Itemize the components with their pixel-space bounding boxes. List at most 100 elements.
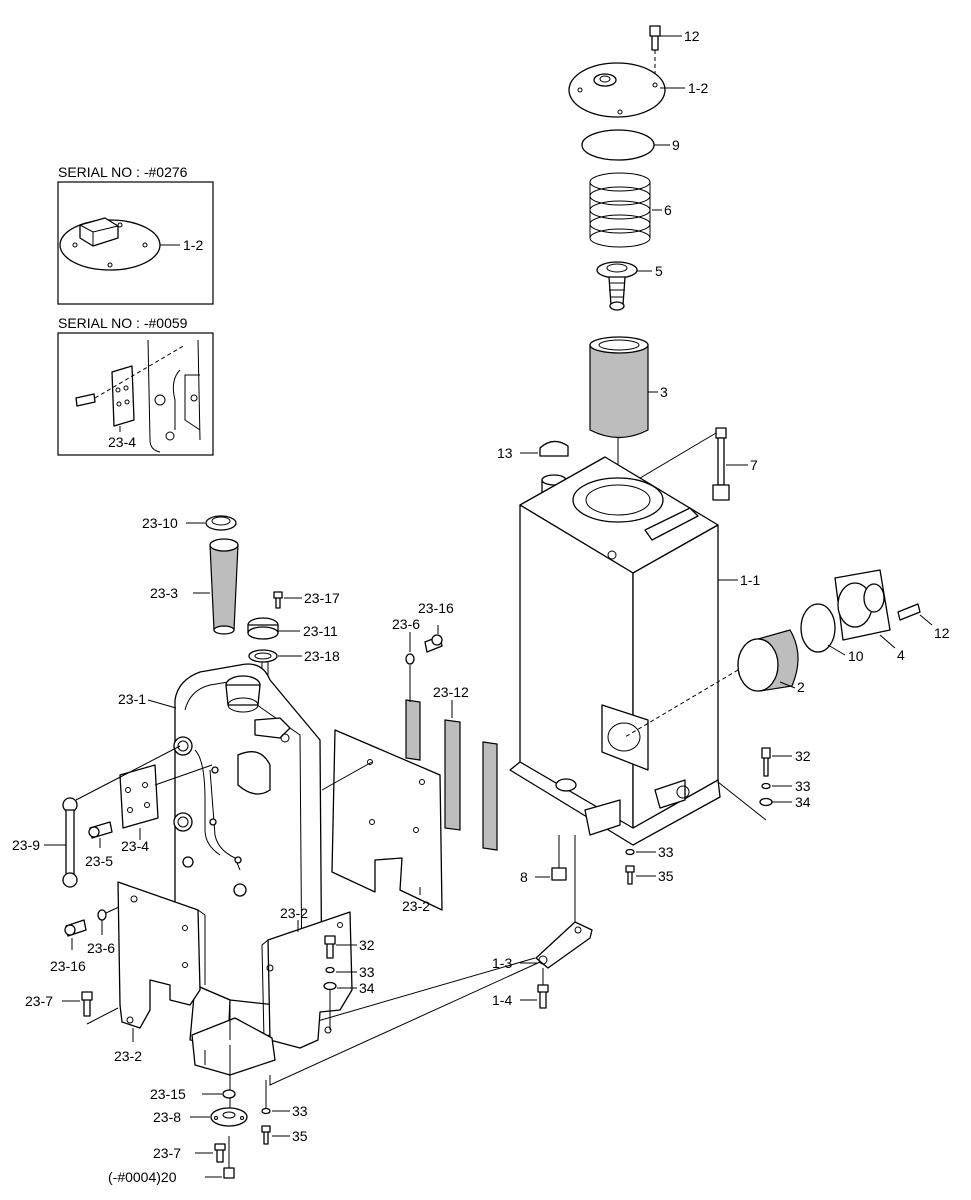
plug-20: [223, 1167, 235, 1179]
label-33-right: 33: [795, 778, 811, 794]
pad-23-12-a: [405, 699, 421, 761]
washer-33: [761, 782, 771, 790]
cover-block: [79, 217, 119, 247]
gasket-23-18: [248, 649, 278, 663]
label-9: 9: [672, 137, 680, 153]
label-23-3: 23-3: [150, 585, 178, 601]
label-23-9: 23-9: [12, 837, 40, 853]
bracket-1-3: [535, 921, 593, 969]
bolt-32: [761, 747, 771, 777]
label-23-4-inset: 23-4: [108, 434, 136, 450]
label-1-4: 1-4: [492, 992, 512, 1008]
strainer-3: [589, 344, 649, 439]
tank-23-1: [174, 663, 323, 1011]
cap-23-10: [205, 515, 237, 531]
bolt-23-7-bottom: [214, 1143, 226, 1163]
label-23-18: 23-18: [304, 648, 340, 664]
label-12-top: 12: [684, 28, 700, 44]
label-6: 6: [664, 202, 672, 218]
label-23-6-lower: 23-6: [87, 940, 115, 956]
label-23-4: 23-4: [121, 838, 149, 854]
tank-flange: [601, 704, 649, 771]
bolt-12-top: [649, 25, 661, 51]
rod-7-top: [715, 427, 727, 439]
washer-23-6-lower: [97, 909, 107, 921]
bracket-23-2-left: [117, 881, 201, 1029]
strainer-23-3: [209, 544, 239, 631]
inset-serial-0059: SERIAL NO : -#0059 23-4: [57, 315, 214, 456]
label-5: 5: [655, 263, 663, 279]
rod-23-9: [65, 809, 75, 876]
plug-8: [551, 867, 567, 881]
inset-title-0276: SERIAL NO : -#0276: [58, 164, 188, 180]
tank-bracket: [644, 507, 699, 541]
gasket-23-15: [222, 1089, 236, 1099]
label-23-2-right: 23-2: [402, 898, 430, 914]
cover-plate-1-2: [568, 62, 666, 118]
label-32-right: 32: [795, 748, 811, 764]
label-4: 4: [897, 647, 905, 663]
label-34-center: 34: [359, 980, 375, 996]
label-12-side: 12: [934, 625, 950, 641]
washer-33-center: [325, 966, 335, 974]
panel-23-2-right: [331, 729, 443, 911]
label-23-7-left: 23-7: [25, 993, 53, 1009]
bolt-32-center: [324, 935, 336, 959]
label-33-lower: 33: [658, 844, 674, 860]
inset-frame-0059: [57, 332, 214, 456]
pad-23-12-c: [482, 741, 498, 851]
plate-23-8: [210, 1107, 248, 1127]
label-23-11: 23-11: [303, 623, 338, 639]
label-34-right: 34: [795, 794, 811, 810]
label-23-10: 23-10: [142, 515, 178, 531]
label-3: 3: [660, 384, 668, 400]
washer-34-center: [323, 981, 337, 991]
label-23-7-bottom: 23-7: [153, 1145, 181, 1161]
label-23-2-center: 23-2: [280, 905, 308, 921]
tank-assembly: 12 1-2 9 6 5: [492, 25, 950, 1009]
inset-title-0059: SERIAL NO : -#0059: [58, 315, 188, 331]
label-20: (-#0004)20: [108, 1169, 177, 1185]
bolt-inset: [75, 393, 96, 407]
pad-23-12-b: [444, 719, 461, 831]
label-23-15: 23-15: [150, 1086, 186, 1102]
label-23-16-upper: 23-16: [418, 600, 454, 616]
label-35-lower: 35: [658, 868, 674, 884]
label-13: 13: [497, 445, 513, 461]
label-23-5: 23-5: [85, 853, 113, 869]
left-tank-assembly: 23-10 23-3 23-17 23-11 23-18: [12, 515, 498, 1185]
bolt-35: [625, 865, 635, 885]
inset-serial-0276: SERIAL NO : -#0276 1-2: [57, 164, 214, 305]
label-23-8: 23-8: [153, 1109, 181, 1125]
screw-23-17: [273, 591, 283, 609]
cover-boss: [593, 73, 617, 87]
label-1-2: 1-2: [688, 80, 708, 96]
washer-34: [759, 797, 773, 807]
washer-33-bottom: [261, 1107, 271, 1115]
bolt-35-bottom: [261, 1125, 271, 1145]
cap-13: [539, 440, 569, 457]
label-23-2-left: 23-2: [114, 1048, 142, 1064]
rod-7: [717, 437, 725, 486]
bolt-12-side: [897, 603, 921, 621]
washer-23-6-upper: [405, 653, 415, 665]
bracket-23-4-inset: [111, 365, 135, 427]
o-ring-10: [800, 603, 836, 653]
tank-base: [509, 761, 721, 846]
label-23-1: 23-1: [118, 691, 146, 707]
base-bracket: [191, 1017, 276, 1076]
valve-stem: [608, 276, 626, 306]
label-33-center: 33: [359, 964, 375, 980]
o-ring-9: [581, 129, 655, 161]
bolt-1-4: [537, 984, 549, 1009]
label-23-17: 23-17: [304, 590, 340, 606]
label-23-12: 23-12: [433, 684, 469, 700]
label-23-16-lower: 23-16: [50, 958, 86, 974]
label-1-3: 1-3: [492, 955, 512, 971]
label-35-bottom: 35: [292, 1128, 308, 1144]
label-7: 7: [750, 457, 758, 473]
label-23-6-upper: 23-6: [392, 616, 420, 632]
label-32-center: 32: [359, 937, 375, 953]
label-33-bottom: 33: [292, 1103, 308, 1119]
